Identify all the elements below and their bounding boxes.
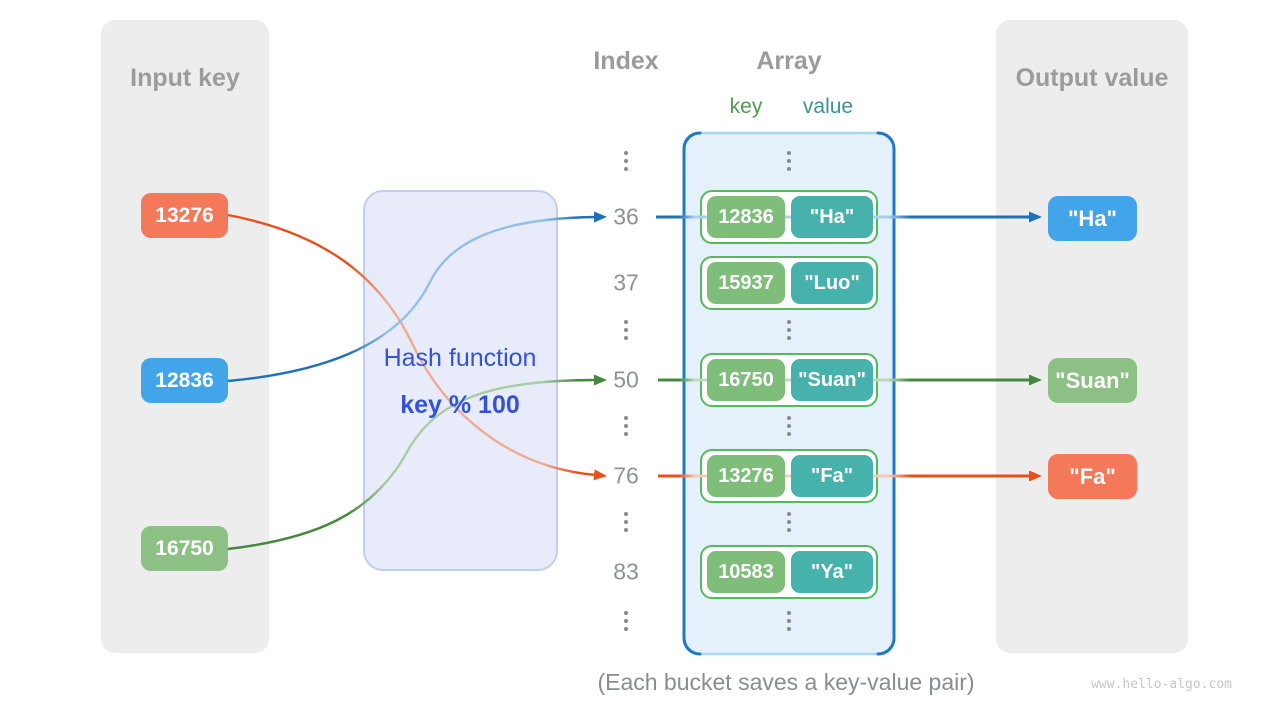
output-value-title: Output value [1015, 64, 1169, 92]
bucket-50-value: "Suan" [791, 359, 873, 401]
bucket-76-value: "Fa" [791, 455, 873, 497]
value-header: value [802, 95, 854, 118]
bucket-37-key: 15937 [707, 262, 785, 304]
input-key-16750: 16750 [141, 526, 228, 571]
ellipsis-icon [787, 512, 791, 532]
arrow-12836-to-36 [227, 211, 607, 383]
index-37: 37 [613, 269, 639, 296]
index-76: 76 [613, 462, 639, 489]
bucket-83-value: "Ya" [791, 551, 873, 593]
hash-function-box [363, 190, 558, 571]
output-value-panel: Output value [996, 20, 1188, 653]
ellipsis-icon [787, 416, 791, 436]
bucket-37-value: "Luo" [791, 262, 873, 304]
index-50: 50 [613, 366, 639, 393]
array-box-left-border [682, 131, 702, 656]
bucket-50-key: 16750 [707, 359, 785, 401]
ellipsis-icon [624, 611, 628, 631]
output-value-ha: "Ha" [1048, 196, 1137, 241]
ellipsis-icon [624, 151, 628, 171]
index-36: 36 [613, 203, 639, 230]
hash-function-label: Hash function [383, 344, 537, 372]
arrow-13276-to-76 [227, 213, 607, 481]
ellipsis-icon [624, 512, 628, 532]
array-box-right-border [876, 131, 896, 656]
ellipsis-icon [787, 611, 791, 631]
input-key-13276: 13276 [141, 193, 228, 238]
ellipsis-icon [787, 320, 791, 340]
input-key-title: Input key [130, 64, 240, 92]
index-header: Index [593, 47, 659, 75]
ellipsis-icon [624, 320, 628, 340]
index-83: 83 [613, 558, 639, 585]
hash-formula: key % 100 [400, 391, 520, 419]
caption: (Each bucket saves a key-value pair) [597, 669, 975, 695]
output-value-fa: "Fa" [1048, 454, 1137, 499]
key-header: key [729, 95, 763, 118]
bucket-36-value: "Ha" [791, 196, 873, 238]
ellipsis-icon [624, 416, 628, 436]
input-key-12836: 12836 [141, 358, 228, 403]
bucket-76-key: 13276 [707, 455, 785, 497]
output-value-suan: "Suan" [1048, 358, 1137, 403]
ellipsis-icon [787, 151, 791, 171]
arrow-16750-to-50 [227, 374, 607, 551]
bucket-83-key: 10583 [707, 551, 785, 593]
bucket-36-key: 12836 [707, 196, 785, 238]
array-header: Array [756, 47, 822, 75]
watermark: www.hello-algo.com [1091, 677, 1232, 692]
